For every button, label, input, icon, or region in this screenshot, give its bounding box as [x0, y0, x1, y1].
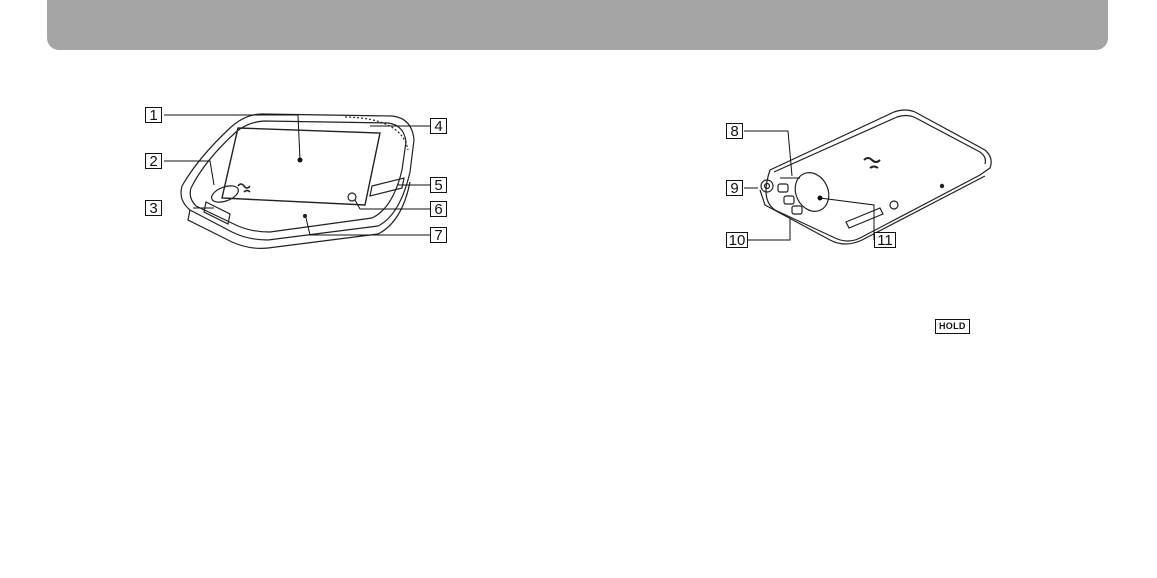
- side-key-top: [778, 184, 788, 192]
- callout-3: 3: [145, 200, 162, 216]
- callout-10: 10: [726, 232, 748, 248]
- callout-8: 8: [726, 123, 743, 139]
- side-key-mid: [784, 196, 794, 204]
- home-button: [209, 183, 240, 206]
- back-jack: [890, 201, 898, 209]
- callout-1: 1: [145, 107, 162, 123]
- callout-6: 6: [430, 201, 447, 217]
- front-view-device: [181, 114, 414, 248]
- callout-11: 11: [874, 232, 896, 248]
- display-screen: [222, 128, 380, 205]
- callout-7: 7: [430, 227, 447, 243]
- callout-4: 4: [430, 118, 447, 134]
- callout-2: 2: [145, 153, 162, 169]
- side-key-bottom: [792, 206, 802, 214]
- headphone-jack: [348, 193, 356, 201]
- hold-switch-area: [789, 167, 835, 217]
- microphone-hole: [304, 215, 307, 218]
- back-volume-slot: [846, 208, 883, 228]
- back-view-device: [760, 110, 991, 244]
- walkman-logo: [238, 184, 250, 192]
- callout-5: 5: [430, 177, 447, 193]
- callout-9: 9: [726, 180, 743, 196]
- back-leader-lines: [744, 131, 874, 240]
- back-walkman-logo: [864, 158, 880, 168]
- hold-label: HOLD: [935, 319, 970, 334]
